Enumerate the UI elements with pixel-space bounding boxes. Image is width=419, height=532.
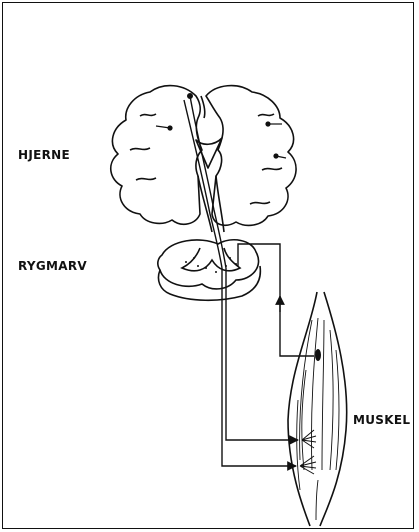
label-muskel: MUSKEL <box>353 413 410 427</box>
label-hjerne: HJERNE <box>18 148 70 162</box>
brain-left-hemisphere <box>111 86 202 225</box>
sensory-input-line <box>238 244 314 356</box>
spinal-cord-section <box>158 240 261 300</box>
muscle-fibers <box>297 318 339 520</box>
brain-neuron-marks <box>156 94 286 158</box>
label-rygmarv: RYGMARV <box>18 259 87 273</box>
sensory-receptor <box>315 349 321 361</box>
